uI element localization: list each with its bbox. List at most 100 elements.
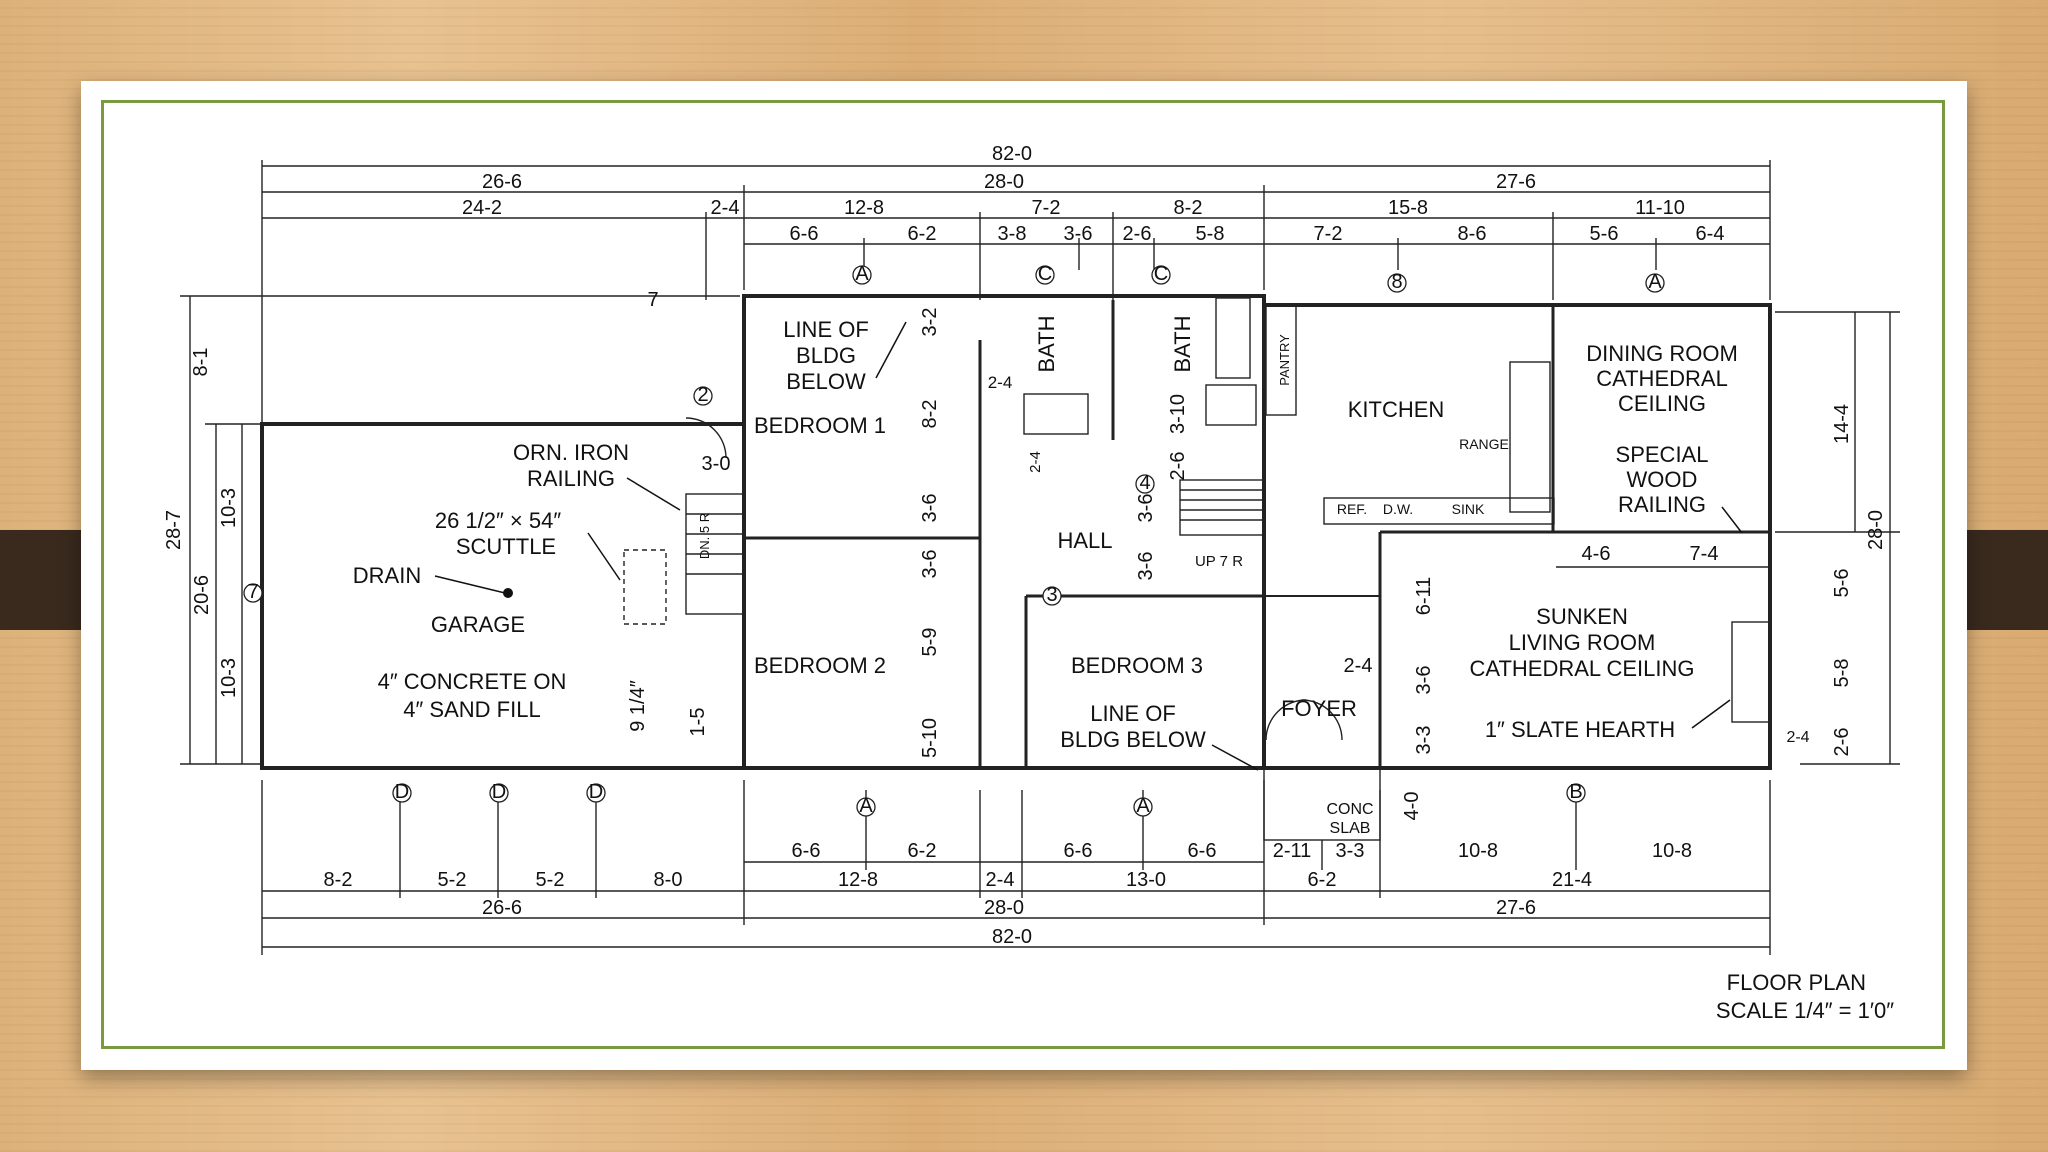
dim-bot-r1-10: 3-3: [1336, 840, 1365, 862]
bldg-below-a-line3: BELOW: [786, 369, 866, 394]
sink-label: SINK: [1452, 501, 1485, 517]
dim-bot-r1-5: 6-6: [792, 840, 821, 862]
dim-int-18: 4-0: [1401, 792, 1423, 821]
dim-bot-r1-1: 8-2: [324, 869, 353, 891]
room-kitchen: KITCHEN: [1348, 397, 1445, 422]
marker-4: 4: [1139, 472, 1150, 494]
dim-int-20: 1-5: [687, 708, 709, 737]
dim-top-r3-2: 2-4: [711, 197, 740, 219]
dim-int-12: 5-9: [919, 628, 941, 657]
stair-down-label: DN. 5 R: [697, 513, 712, 559]
living-line3: CATHEDRAL CEILING: [1470, 656, 1695, 681]
dim-right-h: 7-4: [1690, 543, 1719, 565]
room-bedroom-3: BEDROOM 3: [1071, 653, 1203, 678]
marker-a-2: A: [1648, 271, 1662, 293]
dim-int-10: 3-6: [1135, 494, 1157, 523]
dim-int-2: 3-2: [919, 308, 941, 337]
dim-top-r3-3: 12-8: [844, 197, 884, 219]
bldg-below-a-line1: LINE OF: [783, 317, 869, 342]
dim-right-b: 28-0: [1865, 510, 1887, 550]
dim-top-r4-10: 6-4: [1696, 223, 1725, 245]
dim-right-e: 2-6: [1831, 728, 1853, 757]
dim-int-11: 3-6: [1135, 552, 1157, 581]
room-garage: GARAGE: [431, 612, 525, 637]
dim-bot-r2-1: 12-8: [838, 869, 878, 891]
marker-c-2: C: [1154, 263, 1168, 285]
dim-top-r4-4: 3-6: [1064, 223, 1093, 245]
dim-bot-r1-2: 5-2: [438, 869, 467, 891]
dim-right-c: 5-6: [1831, 569, 1853, 598]
dim-overall-top: 82-0: [992, 143, 1032, 165]
marker-c-1: C: [1038, 263, 1052, 285]
marker-d-3: D: [589, 781, 603, 803]
dim-left-a: 8-1: [190, 348, 212, 377]
dim-bot-r1-7: 6-6: [1064, 840, 1093, 862]
scuttle-label: SCUTTLE: [456, 534, 556, 559]
marker-a-3: A: [859, 795, 873, 817]
room-bath-1: BATH: [1034, 315, 1059, 372]
special-railing-line1: SPECIAL: [1616, 442, 1709, 467]
room-bath-2: BATH: [1170, 315, 1195, 372]
dim-top-r4-2: 6-2: [908, 223, 937, 245]
plan-scale: SCALE 1/4″ = 1′0″: [1716, 998, 1894, 1023]
dim-int-8: 3-6: [919, 494, 941, 523]
dim-overall-bottom: 82-0: [992, 926, 1032, 948]
dim-top-r3-6: 15-8: [1388, 197, 1428, 219]
dining-line3: CEILING: [1618, 391, 1706, 416]
special-railing-line3: RAILING: [1618, 492, 1706, 517]
room-bedroom-2: BEDROOM 2: [754, 653, 886, 678]
dim-int-14: 6-11: [1413, 577, 1435, 616]
special-railing-line2: WOOD: [1627, 467, 1698, 492]
dim-left-e: 10-3: [218, 658, 240, 698]
dim-bot-sec-2: 28-0: [984, 897, 1024, 919]
marker-8: 8: [1391, 271, 1402, 293]
living-line1: SUNKEN: [1536, 604, 1628, 629]
garage-floor-line2: 4″ SAND FILL: [403, 697, 540, 722]
slide-panel: [81, 81, 1967, 1070]
railing-line1: ORN. IRON: [513, 440, 629, 465]
dining-line2: CATHEDRAL: [1596, 366, 1728, 391]
dim-left-c: 20-6: [191, 575, 213, 615]
conc-line2: SLAB: [1330, 820, 1371, 837]
dim-top-r4-8: 8-6: [1458, 223, 1487, 245]
dim-bot-sec-3: 27-6: [1496, 897, 1536, 919]
dim-bot-r2-4: 6-2: [1308, 869, 1337, 891]
dim-right-f: 2-4: [1786, 729, 1809, 746]
dim-int-4: 8-2: [919, 400, 941, 429]
dim-top-sec-1: 26-6: [482, 171, 522, 193]
conc-line1: CONC: [1326, 801, 1373, 818]
marker-3: 3: [1046, 584, 1057, 606]
dim-top-r3-4: 7-2: [1032, 197, 1061, 219]
dim-bot-r1-11: 10-8: [1458, 840, 1498, 862]
dim-top-r4-6: 5-8: [1196, 223, 1225, 245]
bldg-below-b-line1: LINE OF: [1090, 701, 1176, 726]
dim-bot-r1-4: 8-0: [654, 869, 683, 891]
dim-left-b: 28-7: [163, 510, 185, 550]
dim-int-1: 3-0: [702, 453, 731, 475]
dim-top-r4-5: 2-6: [1123, 223, 1152, 245]
marker-d-2: D: [492, 781, 506, 803]
marker-a-4: A: [1136, 795, 1150, 817]
dim-left-f: 7: [647, 289, 658, 311]
room-foyer: FOYER: [1281, 696, 1357, 721]
dim-bot-r1-12: 10-8: [1652, 840, 1692, 862]
dim-top-r4-9: 5-6: [1590, 223, 1619, 245]
dim-top-sec-2: 28-0: [984, 171, 1024, 193]
garage-floor-line1: 4″ CONCRETE ON: [378, 669, 567, 694]
room-bedroom-1: BEDROOM 1: [754, 413, 886, 438]
dim-int-7: 2-4: [1027, 451, 1044, 473]
dim-top-sec-3: 27-6: [1496, 171, 1536, 193]
dim-bot-r2-5: 21-4: [1552, 869, 1592, 891]
range-label: RANGE: [1459, 436, 1509, 452]
dim-bot-r2-3: 13-0: [1126, 869, 1166, 891]
bldg-below-a-line2: BLDG: [796, 343, 856, 368]
plan-title: FLOOR PLAN: [1727, 970, 1866, 995]
dim-int-13: 5-10: [919, 718, 941, 758]
dim-left-d: 10-3: [218, 488, 240, 528]
dim-top-r3-1: 24-2: [462, 197, 502, 219]
dim-int-5: 3-10: [1167, 394, 1189, 434]
marker-7: 7: [247, 581, 258, 603]
dim-top-r4-1: 6-6: [790, 223, 819, 245]
dim-int-19: 9 1/4″: [627, 680, 649, 732]
dim-int-15: 3-6: [1413, 666, 1435, 695]
